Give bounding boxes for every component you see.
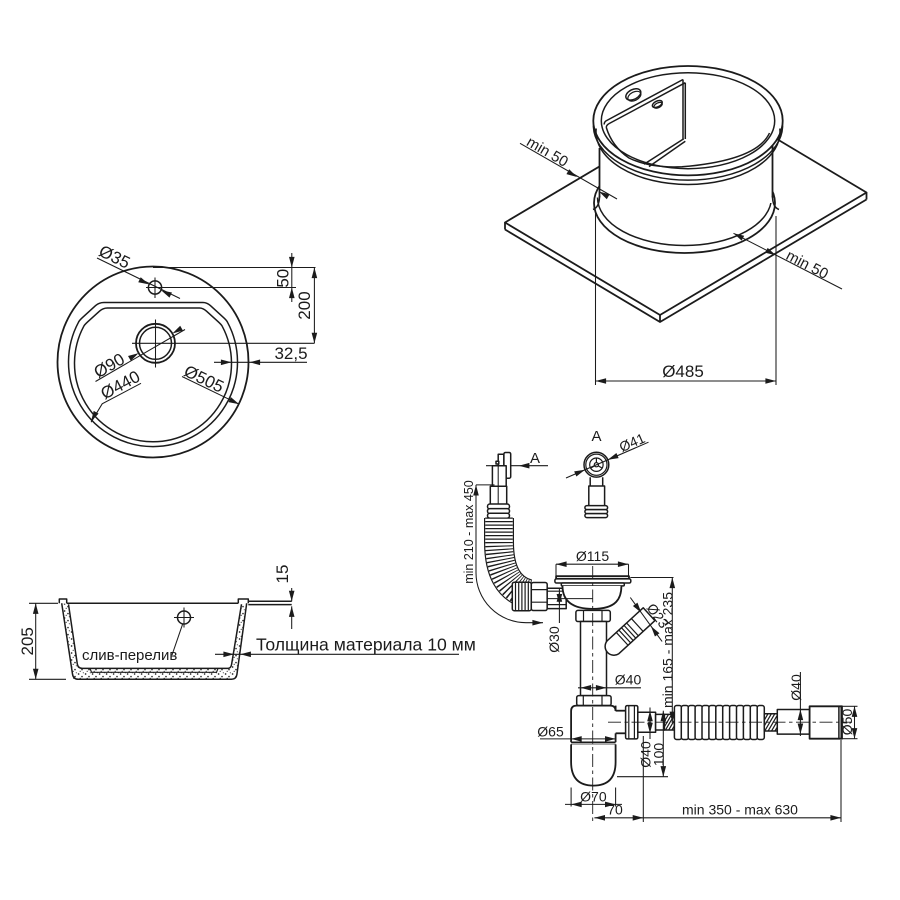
svg-text:min 50: min 50 bbox=[524, 133, 571, 170]
svg-text:15: 15 bbox=[273, 565, 292, 584]
svg-text:min 210 - max 450: min 210 - max 450 bbox=[462, 480, 476, 584]
svg-text:Толщина материала 10 мм: Толщина материала 10 мм bbox=[256, 635, 476, 655]
svg-text:Ø40: Ø40 bbox=[788, 674, 804, 701]
svg-text:A: A bbox=[591, 428, 601, 445]
svg-text:205: 205 bbox=[18, 627, 37, 655]
svg-text:Ø505: Ø505 bbox=[181, 361, 227, 396]
svg-text:A: A bbox=[530, 450, 540, 467]
svg-text:Ø41: Ø41 bbox=[617, 430, 648, 455]
svg-text:min 350 - max 630: min 350 - max 630 bbox=[682, 802, 798, 818]
svg-text:слив-перелив: слив-перелив bbox=[82, 647, 177, 664]
svg-text:50: 50 bbox=[273, 269, 292, 288]
svg-text:Ø485: Ø485 bbox=[662, 362, 704, 381]
svg-text:Ø40: Ø40 bbox=[615, 672, 642, 688]
svg-text:Ø30: Ø30 bbox=[546, 626, 562, 653]
svg-text:min 165 - max 235: min 165 - max 235 bbox=[660, 592, 676, 708]
svg-text:Ø35: Ø35 bbox=[96, 241, 133, 272]
svg-text:Ø115: Ø115 bbox=[576, 548, 609, 564]
svg-text:70: 70 bbox=[607, 802, 623, 818]
svg-text:Ø40: Ø40 bbox=[638, 741, 654, 768]
svg-text:Ø65: Ø65 bbox=[537, 723, 564, 739]
svg-text:Ø50: Ø50 bbox=[839, 709, 855, 736]
svg-text:200: 200 bbox=[295, 291, 314, 319]
svg-text:32,5: 32,5 bbox=[274, 344, 307, 363]
svg-text:100: 100 bbox=[650, 743, 666, 767]
svg-text:Ø70: Ø70 bbox=[580, 789, 607, 805]
svg-text:min 50: min 50 bbox=[783, 247, 831, 283]
